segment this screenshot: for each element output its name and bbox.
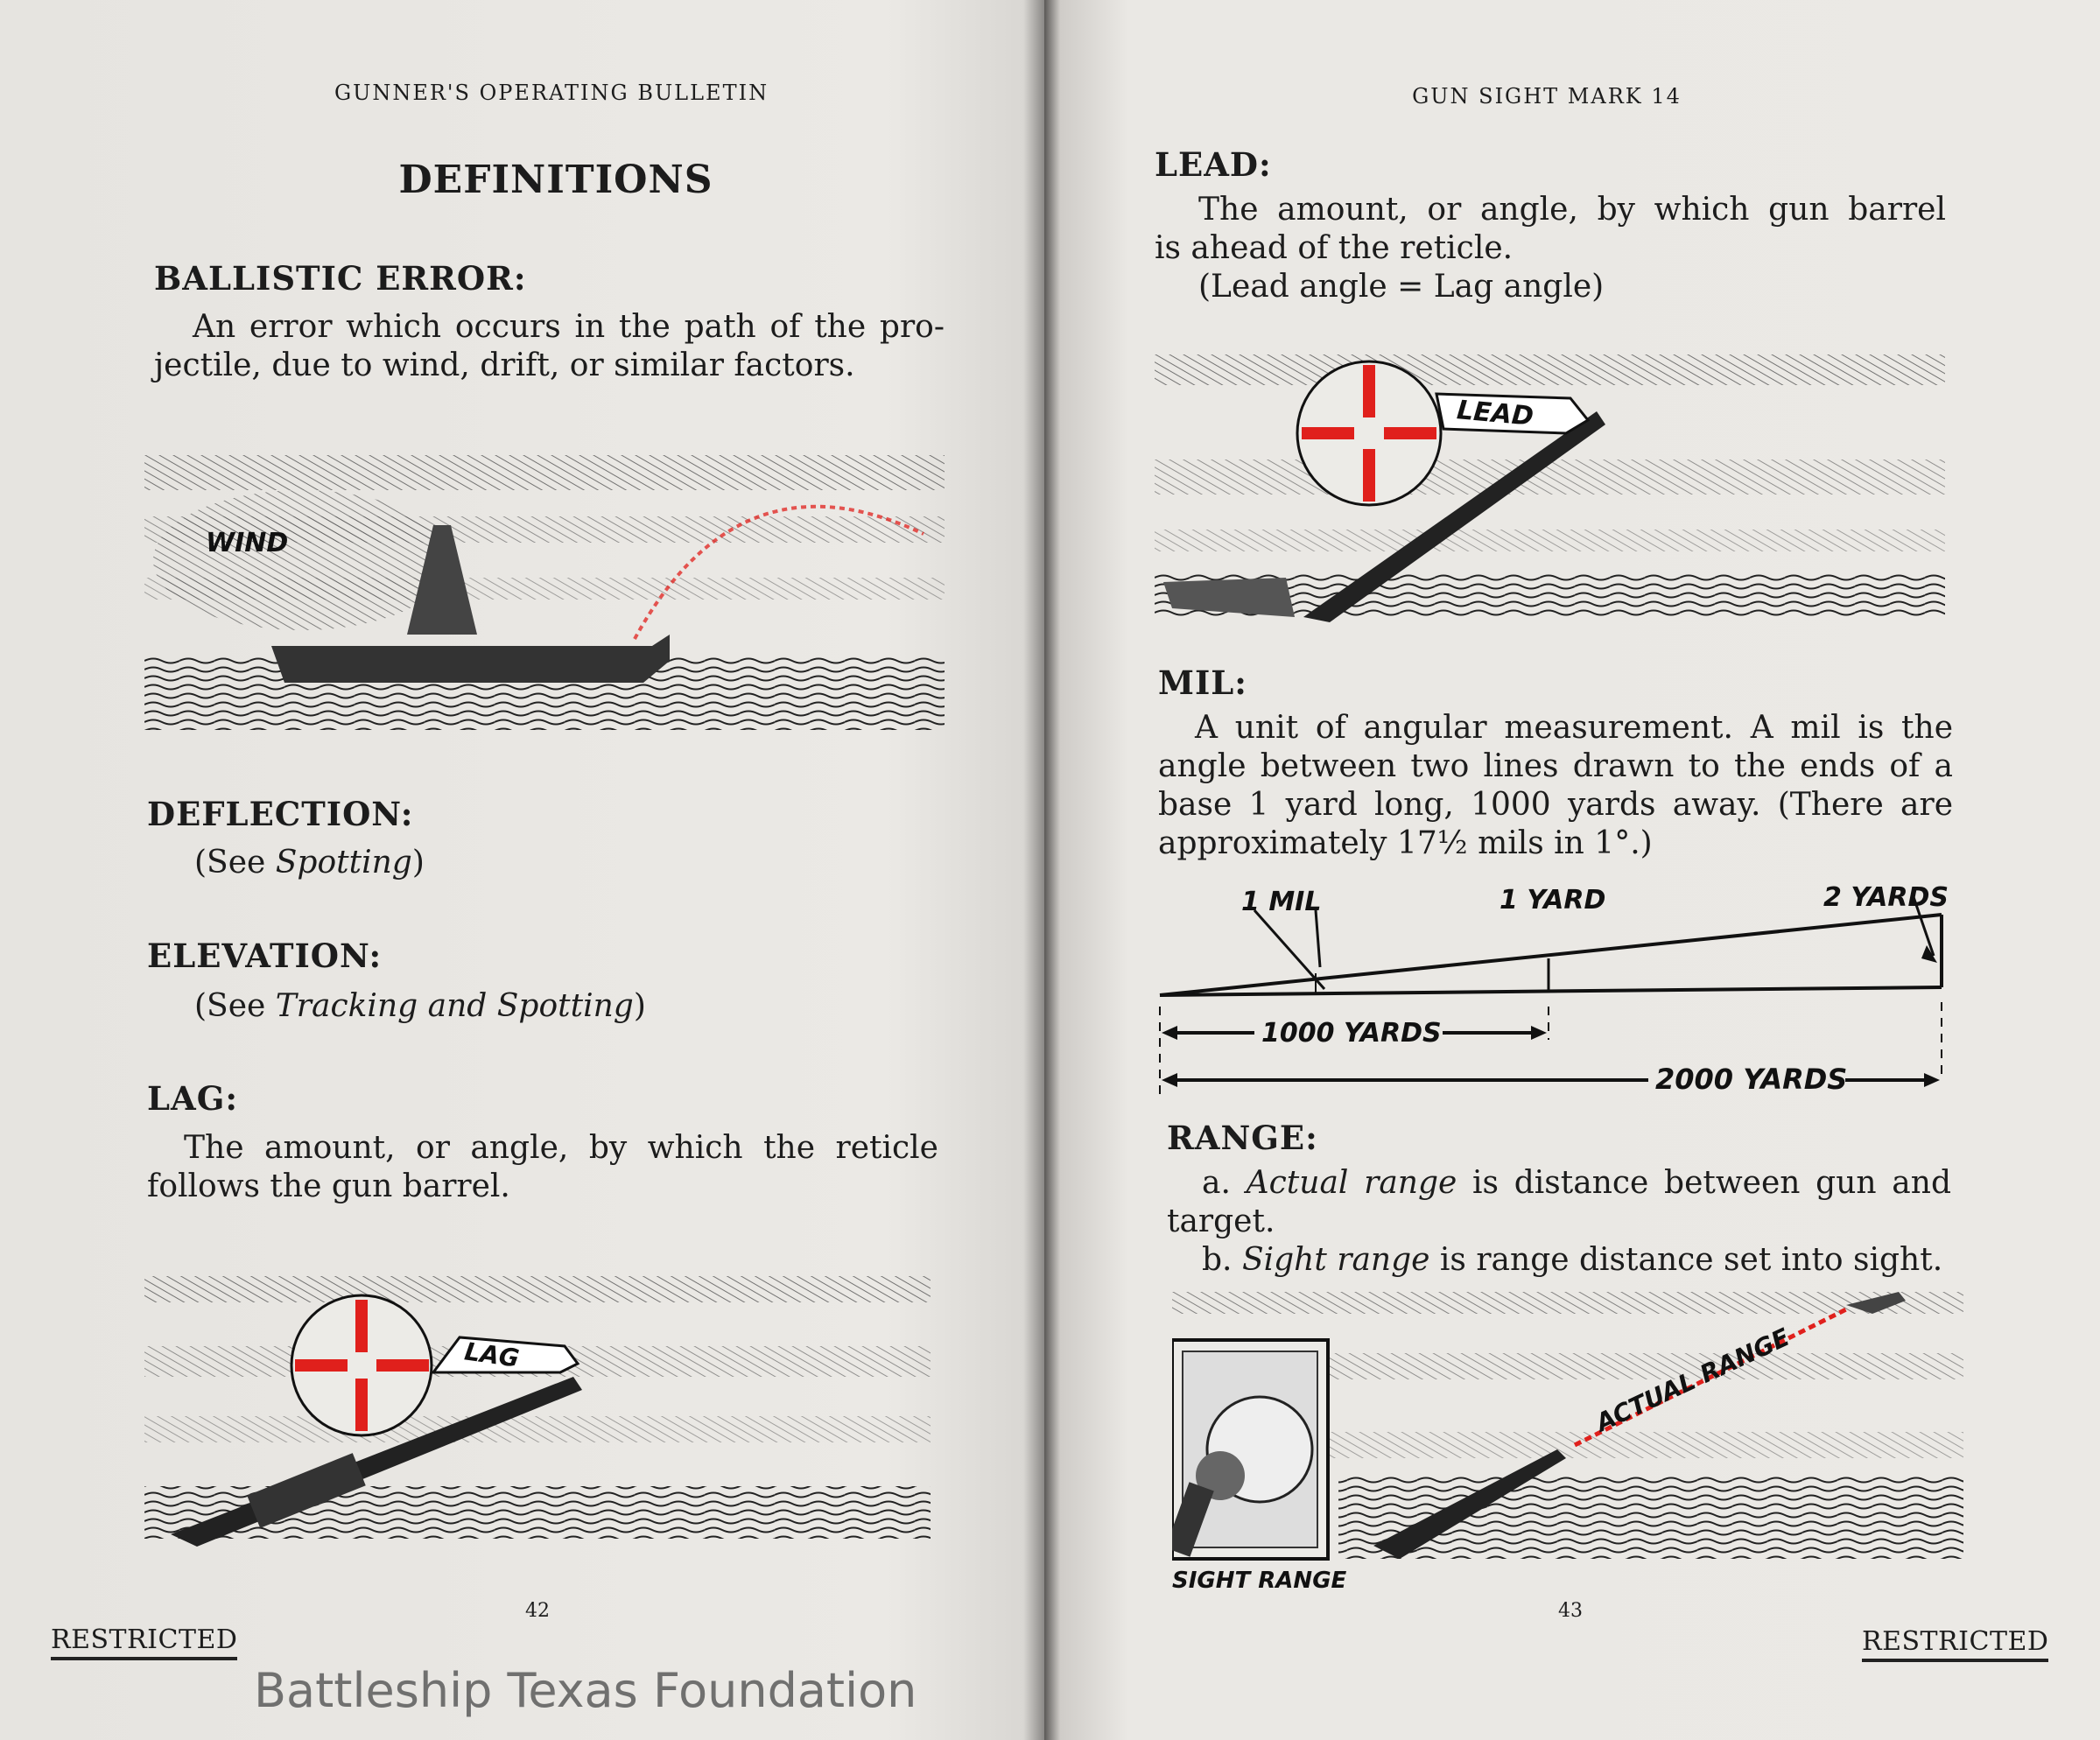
heading-elevation: ELEVATION:: [147, 937, 383, 975]
mil-diagram: 1 MIL 1 YARD 2 YARDS 1000 YARDS 2000 YAR…: [1159, 882, 1949, 1096]
deflection-text: (See Spotting): [194, 845, 425, 881]
restricted-footer: RESTRICTED: [1862, 1626, 2049, 1662]
ballistic-error-illustration: WIND: [144, 455, 945, 730]
text-line: The amount, or angle, by which the retic…: [184, 1130, 938, 1166]
gun-barrel: [1373, 1449, 1566, 1559]
watermark: Battleship Texas Foundation: [254, 1663, 917, 1718]
text-line: A unit of angular measurement. A mil is …: [1195, 710, 1953, 746]
text-line: base 1 yard long, 1000 yards away. (Ther…: [1158, 787, 1953, 823]
heading-lead: LEAD:: [1155, 145, 1272, 184]
heading-lag: LAG:: [147, 1079, 238, 1118]
lag-illustration: LAG: [144, 1276, 931, 1547]
label-1-yard: 1 YARD: [1499, 885, 1605, 916]
label-1-mil: 1 MIL: [1241, 887, 1321, 917]
ballistic-error-text: An error which occurs in the path of the…: [154, 308, 945, 385]
text-line: target.: [1167, 1203, 1275, 1239]
gun-barrel: [1303, 411, 1605, 622]
aircraft-icon: [1846, 1292, 1906, 1314]
mil-text: A unit of angular measurement. A mil is …: [1158, 709, 1953, 863]
label-2-yards: 2 YARDS: [1823, 882, 1949, 913]
heading-mil: MIL:: [1158, 663, 1247, 702]
text-line: (Lead angle = Lag angle): [1198, 269, 1605, 305]
actual-range-label: ACTUAL RANGE: [1590, 1323, 1794, 1438]
wind-label: WIND: [206, 528, 288, 558]
text-line: The amount, or angle, by which gun barre…: [1198, 192, 1946, 228]
left-page: GUNNER'S OPERATING BULLETIN DEFINITIONS …: [0, 0, 1044, 1740]
heading-deflection: DEFLECTION:: [147, 795, 414, 833]
elevation-text: (See Tracking and Spotting): [194, 988, 646, 1024]
running-head: GUNNER'S OPERATING BULLETIN: [334, 81, 769, 105]
lead-illustration: LEAD: [1155, 354, 1945, 622]
range-illustration: ACTUAL RANGE SIGHT RANGE: [1172, 1292, 1963, 1594]
text-line: follows the gun barrel.: [147, 1168, 510, 1204]
right-page: GUN SIGHT MARK 14 LEAD: The amount, or a…: [1044, 0, 2100, 1740]
heading-ballistic-error: BALLISTIC ERROR:: [154, 259, 527, 298]
page-number: 43: [1558, 1600, 1583, 1622]
restricted-footer: RESTRICTED: [51, 1624, 238, 1660]
running-head: GUN SIGHT MARK 14: [1412, 84, 1682, 109]
actual-range-line: [1573, 1307, 1848, 1448]
lead-label: LEAD: [1456, 395, 1535, 432]
lead-text: The amount, or angle, by which gun barre…: [1155, 191, 1946, 306]
text-line: jectile, due to wind, drift, or similar …: [154, 347, 855, 383]
aircraft-carrier: [271, 635, 670, 683]
label-2000-yards: 2000 YARDS: [1655, 1063, 1847, 1096]
text-line: angle between two lines drawn to the end…: [1158, 748, 1953, 784]
text-line: b. Sight range is range distance set int…: [1202, 1242, 1943, 1278]
sight-range-dial: [1172, 1338, 1330, 1561]
reticle-icon: [290, 1294, 433, 1437]
text-line: a. Actual range is distance between gun …: [1202, 1165, 1951, 1201]
label-1000-yards: 1000 YARDS: [1261, 1018, 1442, 1049]
text-line: An error which occurs in the path of the…: [193, 309, 945, 345]
page-title: DEFINITIONS: [398, 158, 713, 202]
text-line: approximately 17½ mils in 1°.): [1158, 825, 1653, 861]
text-line: is ahead of the reticle.: [1155, 230, 1514, 266]
heading-range: RANGE:: [1167, 1119, 1318, 1157]
lag-text: The amount, or angle, by which the retic…: [147, 1129, 938, 1206]
page-number: 42: [525, 1600, 550, 1622]
sight-range-label: SIGHT RANGE: [1172, 1568, 1347, 1594]
reticle-icon: [1296, 360, 1443, 507]
range-text: a. Actual range is distance between gun …: [1167, 1164, 1951, 1280]
